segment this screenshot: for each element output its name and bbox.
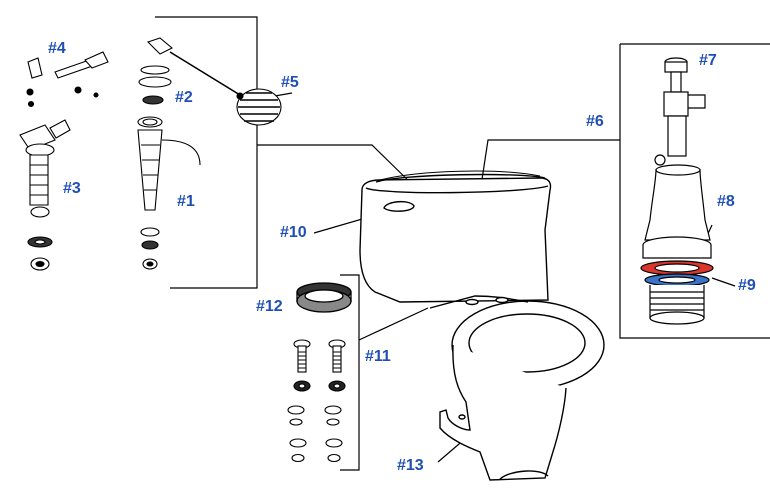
fill-valve-part [137,37,241,270]
callout-label-2: #2 [175,89,193,106]
callout-label-6: #6 [586,113,604,130]
toilet-illustration [359,170,605,481]
bracket-lines [155,16,770,471]
callout-label-8: #8 [717,193,735,210]
callout-label-11: #11 [365,348,391,365]
callout-label-7: #7 [699,52,717,69]
ballcock-part [19,51,109,271]
float-ball-part [236,88,282,126]
wax-ring-part [296,282,352,313]
callout-label-9: #9 [738,277,756,294]
callout-label-5: #5 [281,74,299,91]
callout-label-13: #13 [397,457,424,474]
flush-valve-part [640,57,714,325]
callout-label-1: #1 [177,193,195,210]
callout-label-4: #4 [48,40,66,57]
bolt-set-part [287,339,346,463]
callout-label-12: #12 [256,298,283,315]
callout-label-3: #3 [63,180,81,197]
callout-label-10: #10 [280,224,307,241]
